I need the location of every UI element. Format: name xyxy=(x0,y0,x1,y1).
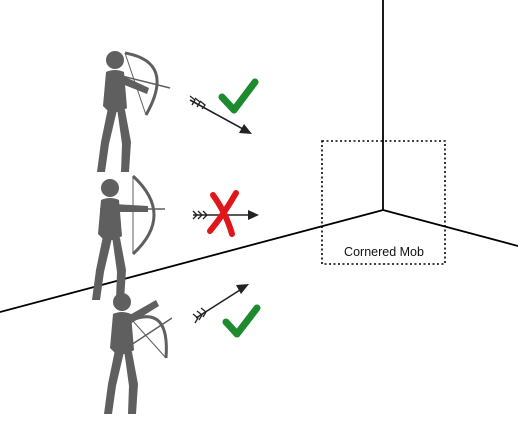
left-floor-edge xyxy=(0,209,384,313)
room-corner-lines xyxy=(0,0,518,313)
check-icon xyxy=(222,304,261,338)
cornered-mob-box: Cornered Mob xyxy=(321,140,446,265)
arrow-down-right xyxy=(189,95,252,134)
cornered-mob-outline xyxy=(321,140,446,265)
right-floor-edge xyxy=(382,209,518,247)
cross-icon xyxy=(207,190,239,237)
cornered-mob-label: Cornered Mob xyxy=(344,245,424,259)
archer-middle xyxy=(92,174,165,300)
archer-top xyxy=(97,51,171,172)
archer-bottom xyxy=(104,293,173,414)
arrow-up-right xyxy=(192,284,249,324)
check-icon xyxy=(218,78,259,114)
